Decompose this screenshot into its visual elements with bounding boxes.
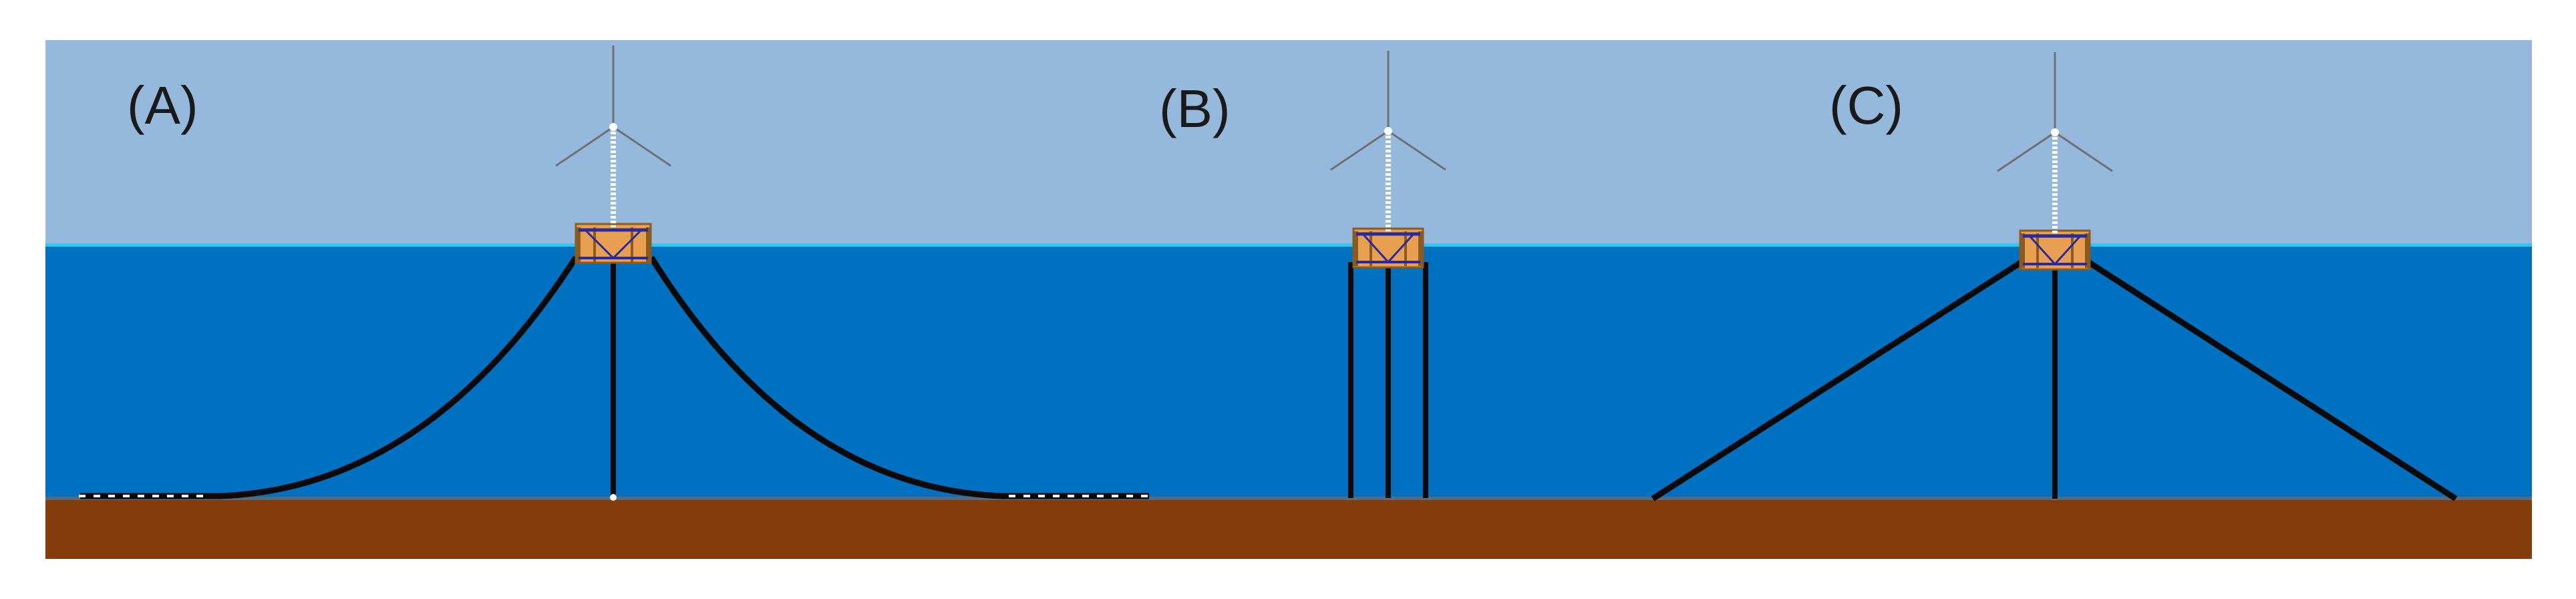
turbine-hub [1384, 127, 1392, 135]
mooring-line-right [649, 255, 1149, 499]
turbine-blade [1388, 130, 1446, 171]
wind-turbine [1997, 52, 2113, 233]
panel-a: (A) [79, 45, 1149, 501]
panel-label-c: (C) [1829, 76, 1903, 135]
sea-water [45, 245, 2532, 499]
water-surface-line [45, 243, 2532, 247]
turbine-blade [555, 126, 614, 167]
panel-label-a: (A) [127, 76, 198, 135]
floating-platform [1352, 227, 1424, 269]
turbine-blade [2054, 131, 2113, 172]
seabed [45, 499, 2532, 559]
taut-line-right [2086, 259, 2458, 501]
panel-c: (C) [1651, 52, 2458, 501]
panel-label-b: (B) [1159, 79, 1231, 138]
turbine-blade [1997, 131, 2056, 172]
turbine-hub [2051, 128, 2059, 136]
floating-platform [575, 223, 652, 264]
mooring-line-left [80, 255, 579, 499]
panel-b: (B) [1159, 51, 1446, 498]
wind-turbine [555, 45, 671, 227]
anchor-point [610, 494, 617, 501]
wind-turbine [1330, 51, 1446, 231]
turbine-blade [1330, 130, 1389, 171]
seabed-surface-line [45, 497, 2532, 500]
taut-line-left [1651, 259, 2024, 501]
turbine-blade [613, 126, 671, 167]
floating-platform [2019, 229, 2091, 271]
turbine-hub [609, 123, 617, 131]
sky-background [45, 40, 2532, 245]
